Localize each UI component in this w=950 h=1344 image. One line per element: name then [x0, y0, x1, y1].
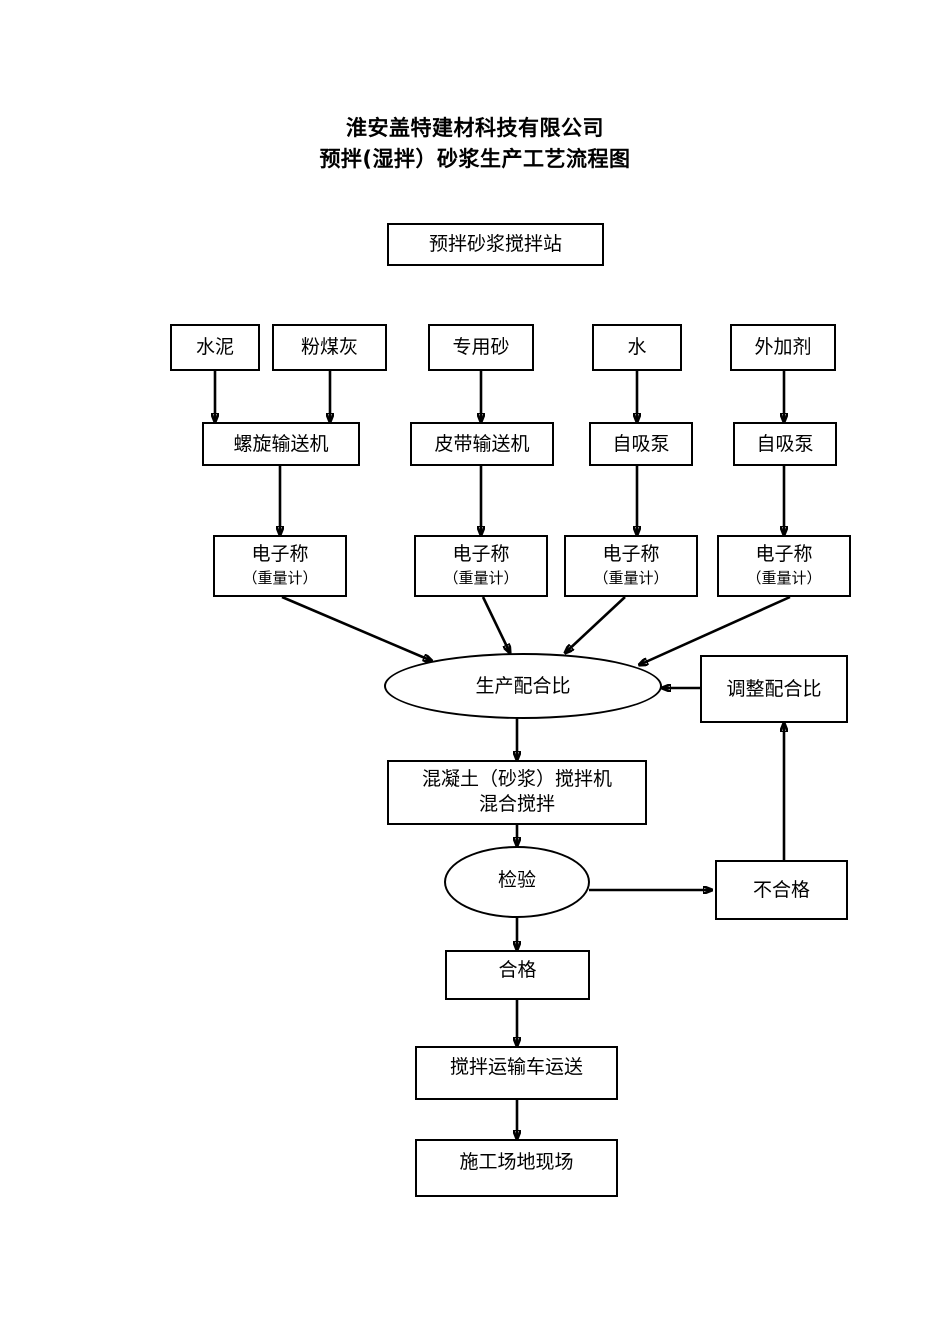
node-inspection-label: 检验 [497, 869, 536, 891]
node-belt-conveyor[interactable]: 皮带输送机 [410, 422, 554, 466]
node-material-flyash[interactable]: 粉煤灰 [272, 324, 387, 371]
node-material-cement-label: 水泥 [195, 336, 234, 358]
node-electronic-scale-4-sublabel: （重量计） [746, 569, 822, 587]
node-self-priming-pump-admixture[interactable]: 自吸泵 [733, 422, 837, 466]
node-electronic-scale-2-label: 电子称 [452, 543, 510, 565]
title-line-company: 淮安盖特建材科技有限公司 [346, 116, 604, 140]
arrow-scale3-to-mixratio [565, 596, 626, 653]
node-electronic-scale-1[interactable]: 电子称 （重量计） [213, 535, 347, 597]
node-self-priming-pump-admixture-label: 自吸泵 [756, 432, 814, 455]
node-concrete-mortar-mixer-sublabel: 混合搅拌 [478, 793, 555, 815]
node-electronic-scale-3-label: 电子称 [602, 543, 660, 565]
node-unqualified-label: 不合格 [752, 878, 810, 901]
node-construction-site[interactable]: 施工场地现场 [415, 1139, 618, 1197]
node-mixing-station-label: 预拌砂浆搅拌站 [428, 233, 562, 255]
node-self-priming-pump-water-label: 自吸泵 [612, 432, 670, 455]
node-material-cement[interactable]: 水泥 [170, 324, 260, 371]
node-material-sand-label: 专用砂 [452, 336, 510, 358]
node-production-mix-ratio-label: 生产配合比 [475, 675, 571, 697]
node-material-sand[interactable]: 专用砂 [428, 324, 534, 371]
arrow-scale2-to-mixratio [481, 596, 510, 653]
node-electronic-scale-4-label: 电子称 [755, 543, 813, 565]
node-electronic-scale-4[interactable]: 电子称 （重量计） [717, 535, 851, 597]
node-qualified-label: 合格 [498, 959, 537, 981]
title-line-subject: 预拌(湿拌）砂浆生产工艺流程图 [319, 147, 631, 171]
node-electronic-scale-1-label: 电子称 [251, 543, 309, 565]
node-material-water-label: 水 [627, 336, 647, 358]
node-belt-conveyor-label: 皮带输送机 [434, 432, 530, 455]
node-concrete-mortar-mixer-label: 混凝土（砂浆）搅拌机 [421, 768, 612, 790]
node-electronic-scale-2-sublabel: （重量计） [443, 569, 519, 587]
node-adjust-mix-ratio[interactable]: 调整配合比 [700, 655, 848, 723]
node-electronic-scale-3[interactable]: 电子称 （重量计） [564, 535, 698, 597]
page-title: 淮安盖特建材科技有限公司 预拌(湿拌）砂浆生产工艺流程图 [0, 113, 950, 175]
node-material-water[interactable]: 水 [592, 324, 682, 371]
node-material-flyash-label: 粉煤灰 [300, 336, 358, 358]
node-construction-site-label: 施工场地现场 [459, 1151, 574, 1173]
node-material-admixture[interactable]: 外加剂 [730, 324, 836, 371]
node-electronic-scale-1-sublabel: （重量计） [242, 569, 318, 587]
node-mixing-station[interactable]: 预拌砂浆搅拌站 [387, 223, 604, 266]
node-screw-conveyor[interactable]: 螺旋输送机 [202, 422, 360, 466]
node-unqualified[interactable]: 不合格 [715, 860, 848, 920]
node-adjust-mix-ratio-label: 调整配合比 [726, 677, 822, 700]
node-qualified[interactable]: 合格 [445, 950, 590, 1000]
node-production-mix-ratio[interactable]: 生产配合比 [384, 653, 662, 719]
node-screw-conveyor-label: 螺旋输送机 [233, 432, 329, 455]
node-self-priming-pump-water[interactable]: 自吸泵 [589, 422, 693, 466]
arrow-scale1-to-mixratio [281, 595, 432, 661]
node-concrete-mortar-mixer[interactable]: 混凝土（砂浆）搅拌机 混合搅拌 [387, 760, 647, 825]
node-electronic-scale-3-sublabel: （重量计） [593, 569, 669, 587]
node-material-admixture-label: 外加剂 [754, 336, 812, 358]
node-inspection[interactable]: 检验 [444, 846, 590, 918]
node-electronic-scale-2[interactable]: 电子称 （重量计） [414, 535, 548, 597]
node-mixer-truck-transport[interactable]: 搅拌运输车运送 [415, 1046, 618, 1100]
node-mixer-truck-transport-label: 搅拌运输车运送 [449, 1056, 583, 1078]
